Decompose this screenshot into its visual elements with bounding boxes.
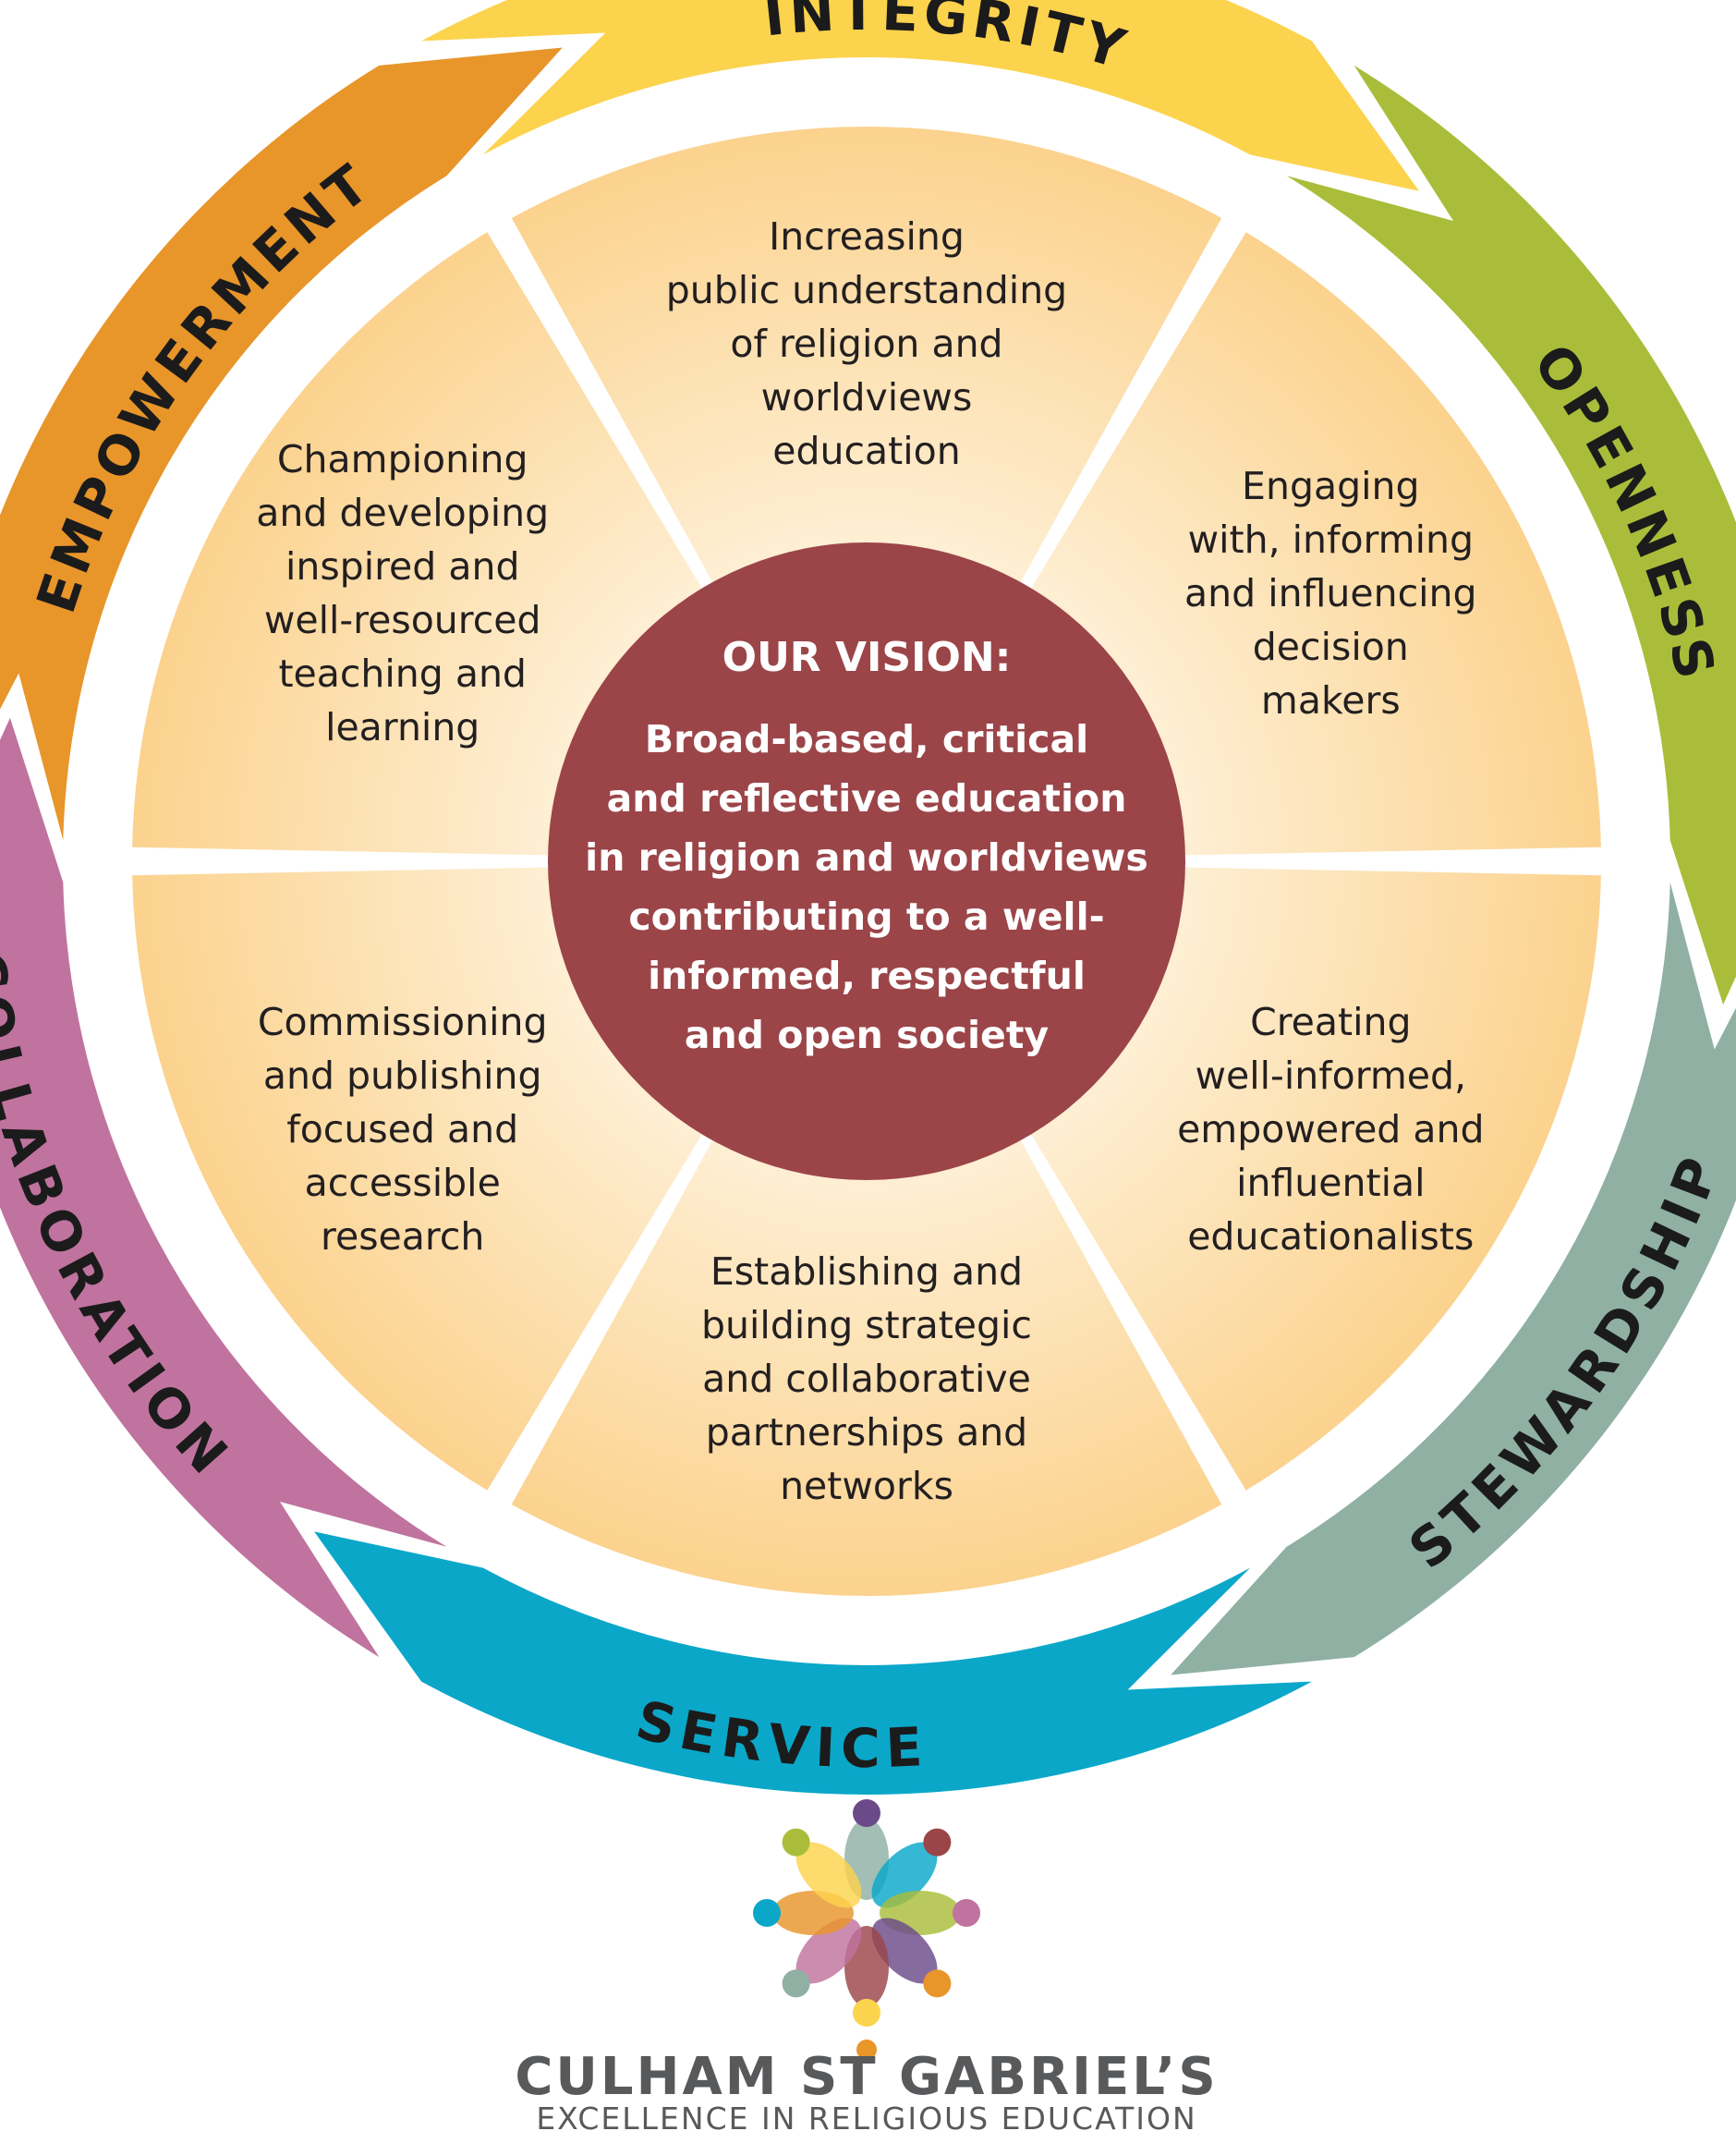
logo-figure-head — [953, 1899, 980, 1927]
logo-figure-head — [853, 1799, 880, 1827]
logo-figure-head — [853, 1999, 880, 2027]
segment-research — [132, 867, 705, 1491]
brand-block: CULHAM ST GABRIEL’S EXCELLENCE IN RELIGI… — [515, 1799, 1218, 2131]
vision-center: OUR VISION: Broad-based, critical and ref… — [548, 542, 1185, 1180]
logo-petal — [871, 1842, 938, 1908]
values-ring — [0, 0, 1736, 1795]
value-arrow-integrity — [421, 0, 1419, 191]
logo-petal — [871, 1918, 938, 1984]
vision-statement: Broad-based, critical and reflective educ… — [585, 717, 1148, 1057]
segment-teaching-and-learning — [132, 232, 705, 856]
logo-figure-head — [782, 1969, 810, 1998]
logo-figure-head — [753, 1899, 781, 1927]
vision-line: informed, respectful — [648, 954, 1086, 998]
vision-line: and reflective education — [607, 776, 1127, 821]
segment-public-understanding — [511, 127, 1222, 587]
logo-figure-head — [923, 1828, 952, 1857]
logo-petal — [795, 1842, 862, 1908]
value-arrow-openness — [1286, 65, 1736, 1005]
brand-name: CULHAM ST GABRIEL’S — [515, 2047, 1218, 2107]
segment-educationalists — [1028, 867, 1601, 1491]
flower-of-figures-logo — [753, 1799, 980, 2060]
value-arrow-empowerment — [0, 47, 563, 841]
segment-partnerships — [511, 1136, 1222, 1596]
vision-title: OUR VISION: — [722, 634, 1012, 681]
goal-segments — [132, 127, 1601, 1596]
value-arrow-service — [314, 1531, 1312, 1795]
vision-line: in religion and worldviews — [585, 835, 1148, 880]
brand-tagline: EXCELLENCE IN RELIGIOUS EDUCATION — [536, 2101, 1196, 2131]
logo-petal — [795, 1918, 862, 1984]
segment-decision-makers — [1028, 232, 1601, 856]
vision-circle — [548, 542, 1185, 1180]
logo-cross-circle — [856, 2040, 877, 2060]
vision-line: Broad-based, critical — [645, 717, 1088, 761]
vision-line: and open society — [685, 1013, 1049, 1057]
value-label-integrity: INTEGRITY — [761, 0, 1137, 82]
value-arrow-stewardship — [1171, 882, 1736, 1675]
logo-figure-head — [923, 1969, 952, 1998]
vision-line: contributing to a well- — [628, 895, 1104, 939]
value-arrow-collaboration — [0, 717, 447, 1658]
logo-figure-head — [782, 1828, 810, 1857]
